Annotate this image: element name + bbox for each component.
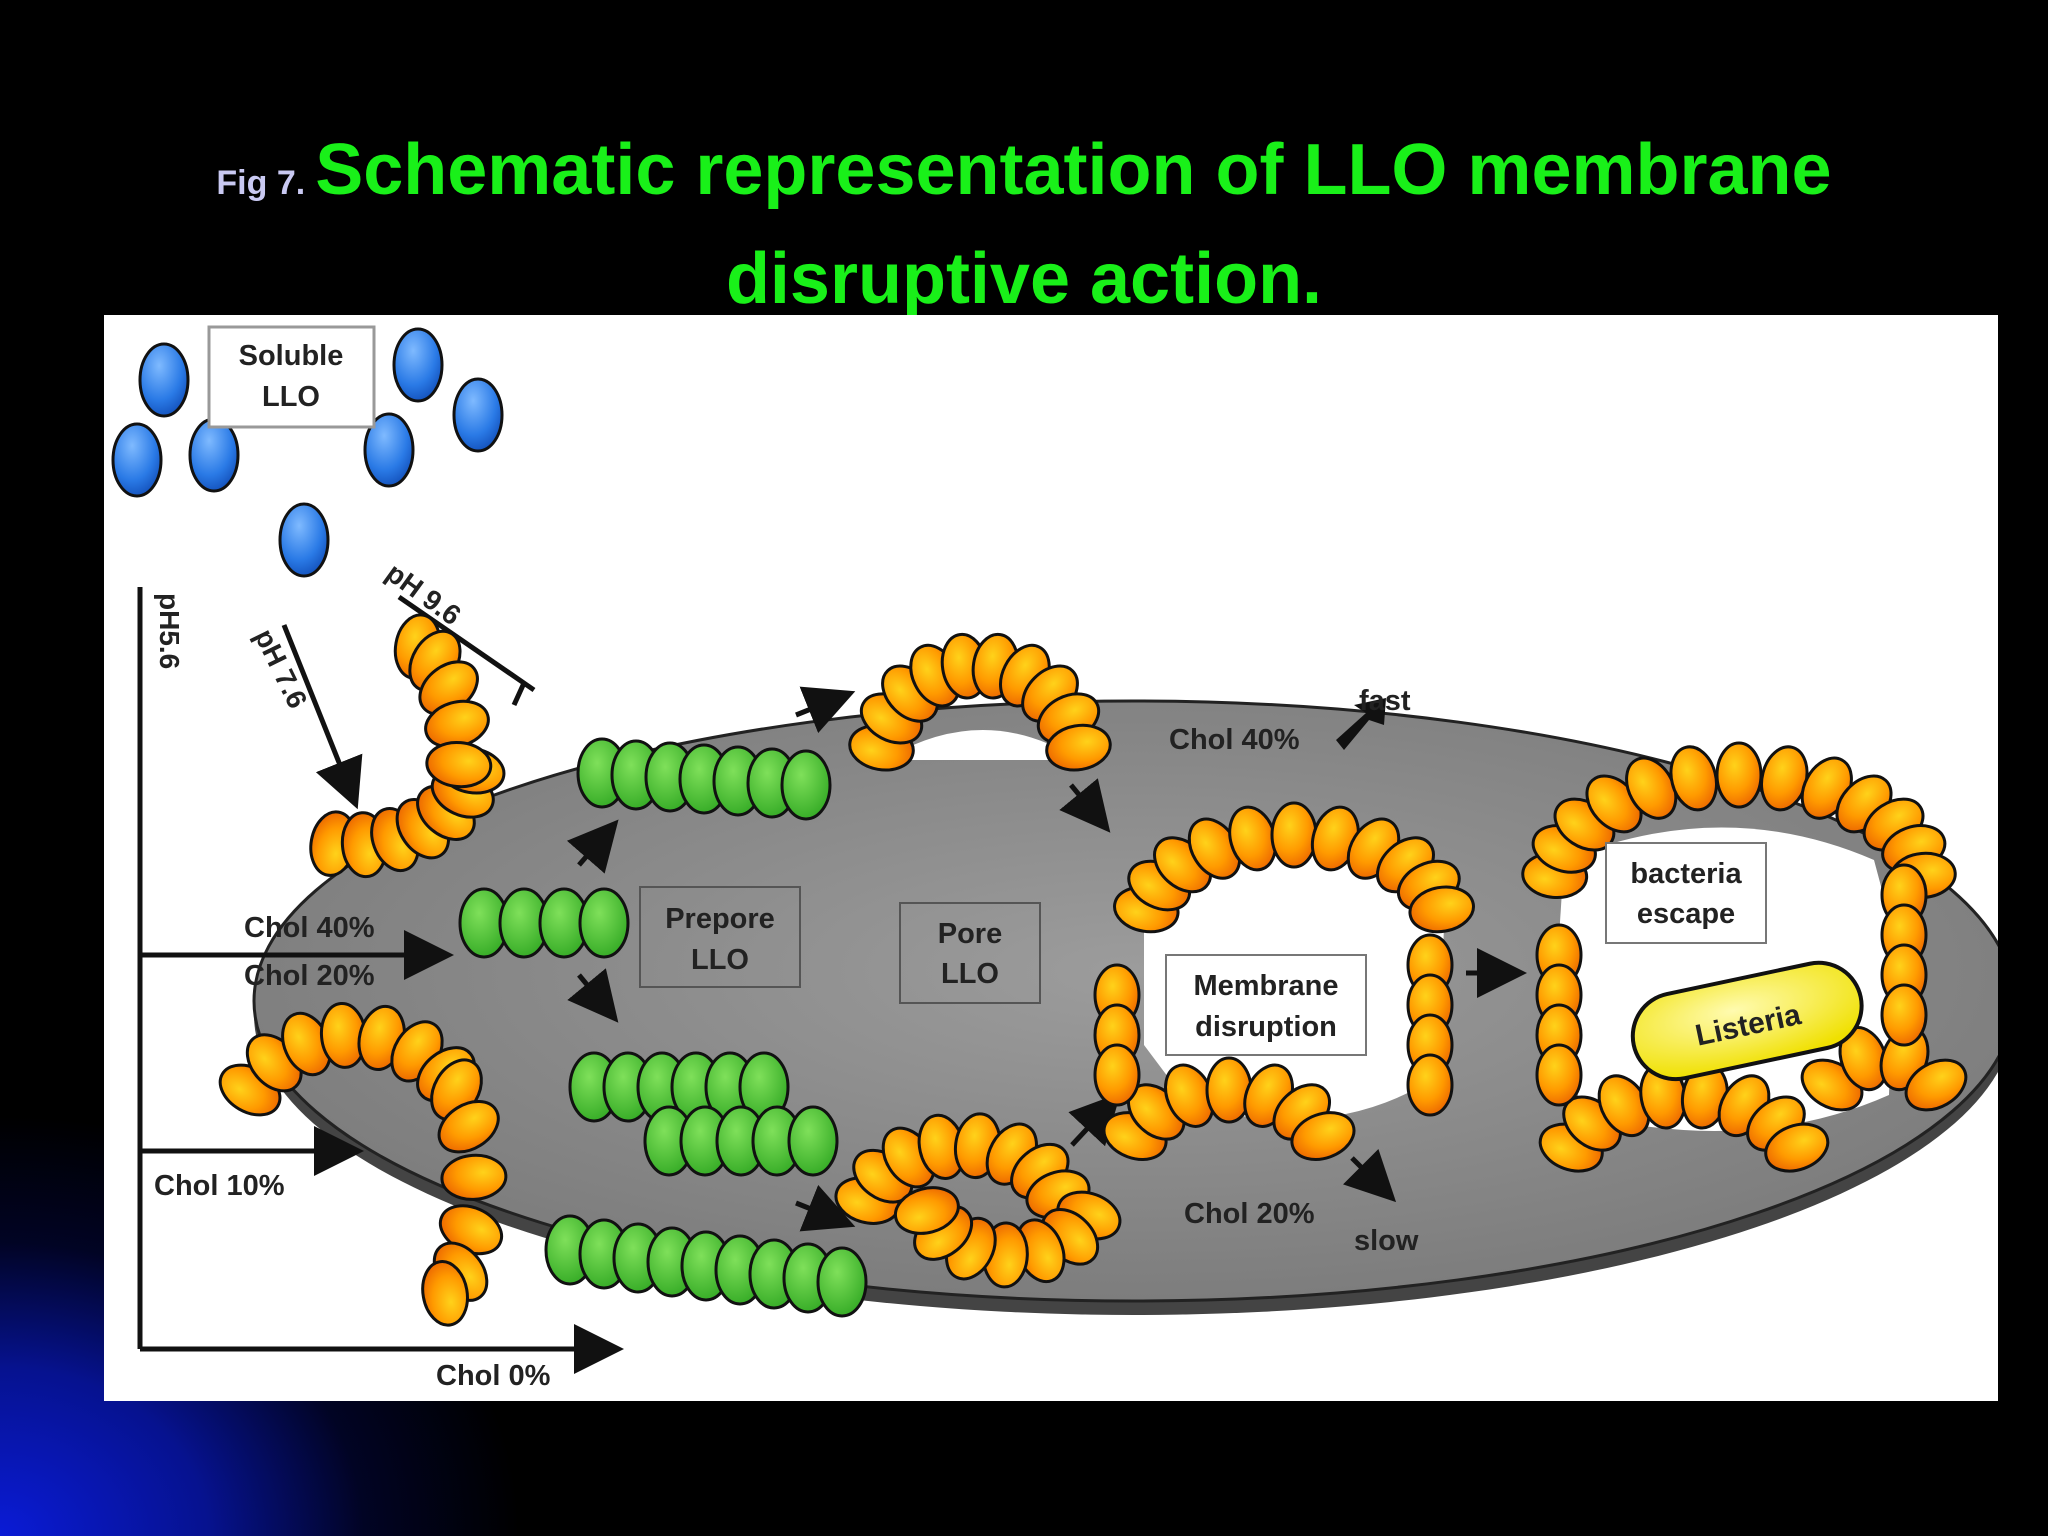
- title-text-1: Schematic representation of LLO membrane: [315, 130, 1832, 210]
- pore-subunit: [1408, 885, 1475, 934]
- prepore-subunit: [780, 749, 832, 821]
- chol-10-label: Chol 10%: [154, 1170, 285, 1202]
- pore-llo-box: [899, 902, 1041, 1004]
- pore-subunit: [1270, 801, 1318, 869]
- pore-subunit: [1290, 1111, 1356, 1161]
- pore-llo-label-1: Pore: [938, 918, 1002, 950]
- llo-monomer: [392, 327, 444, 403]
- pore-llo-label-2: LLO: [941, 958, 999, 990]
- title-line-2: disruptive action.: [725, 239, 1323, 319]
- pore-subunit: [1406, 1053, 1454, 1117]
- pore-subunit: [440, 1153, 508, 1201]
- prepore-llo-label-2: LLO: [691, 944, 749, 976]
- membrane-disruption-label-1: Membrane: [1193, 970, 1338, 1002]
- chol-40-right-label: Chol 40%: [1169, 724, 1300, 756]
- membrane-disruption-label-2: disruption: [1195, 1011, 1337, 1043]
- prepore-llo-label-1: Prepore: [665, 903, 775, 935]
- chol-20-left-label: Chol 20%: [244, 960, 375, 992]
- pore-subunit: [1669, 745, 1718, 812]
- slow-label: slow: [1354, 1225, 1419, 1257]
- fast-arrow: [1336, 698, 1386, 750]
- soluble-llo-label-2: LLO: [262, 381, 320, 413]
- bacteria-escape-label-2: escape: [1637, 898, 1735, 930]
- chol-0-label: Chol 0%: [436, 1360, 551, 1392]
- slide-title: Fig 7.Schematic representation of LLO me…: [0, 122, 2048, 327]
- llo-monomer: [138, 342, 190, 418]
- chol-40-left-label: Chol 40%: [244, 912, 375, 944]
- llo-monomer: [278, 502, 330, 578]
- prepore-subunit: [578, 887, 630, 959]
- pore-subunit: [1880, 983, 1928, 1047]
- pore-subunit: [1715, 741, 1763, 809]
- llo-monomer: [363, 412, 415, 488]
- pore-subunit: [1904, 1058, 1968, 1112]
- pore-subunit: [1045, 723, 1112, 772]
- bacteria-escape-box: [1605, 842, 1767, 944]
- axes: [137, 587, 624, 1374]
- pore-subunit: [437, 1099, 500, 1154]
- pore-subunit: [1093, 1043, 1141, 1107]
- bacteria-escape-label-1: bacteria: [1630, 858, 1742, 890]
- figure-panel: Listeria Soluble LLO Prepore LLO Pore LL…: [104, 315, 1998, 1401]
- title-line-1: Fig 7.Schematic representation of LLO me…: [0, 122, 2048, 231]
- process-arrows: [566, 686, 1527, 1232]
- prepore-subunit: [816, 1246, 868, 1318]
- figure-label: Fig 7.: [216, 164, 306, 202]
- ph-5-6-label: pH5.6: [154, 593, 185, 669]
- soluble-llo-box: [207, 325, 376, 429]
- llo-monomer: [452, 377, 504, 453]
- soluble-llo-label-1: Soluble: [239, 340, 344, 372]
- chol-20-right-label: Chol 20%: [1184, 1198, 1315, 1230]
- llo-monomer: [188, 417, 240, 493]
- pore-subunit: [425, 740, 493, 789]
- membrane-disruption-box: [1165, 954, 1367, 1056]
- pore-subunit: [421, 1260, 469, 1327]
- prepore-llo-box: [639, 886, 801, 988]
- listeria-bacterium: [1630, 960, 1864, 1082]
- pore-subunit: [1535, 1043, 1583, 1107]
- prepore-subunit: [787, 1105, 839, 1177]
- llo-monomer: [111, 422, 163, 498]
- pore-hole-small: [884, 730, 1079, 760]
- fast-label: fast: [1359, 685, 1411, 717]
- pore-subunit: [1764, 1122, 1830, 1173]
- pore-subunit: [893, 1186, 960, 1235]
